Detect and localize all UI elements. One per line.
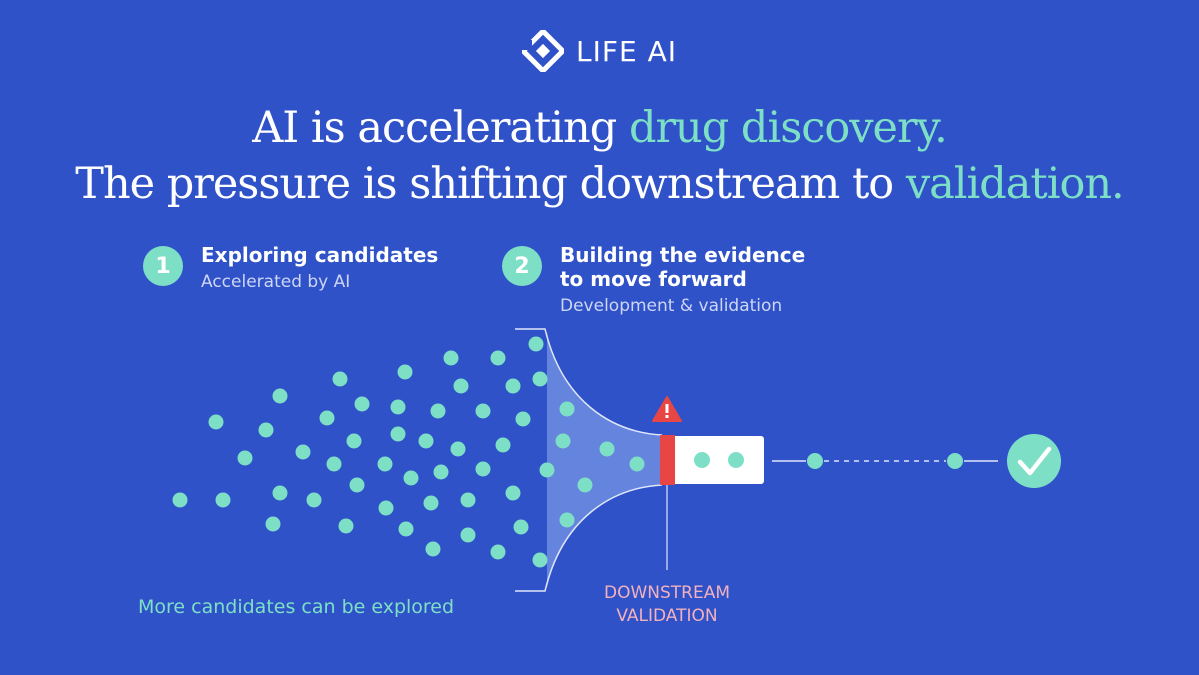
- candidate-dot: [425, 541, 441, 557]
- candidate-dot: [577, 477, 593, 493]
- candidate-dot: [528, 336, 544, 352]
- candidate-dot: [532, 371, 548, 387]
- candidate-dot: [265, 516, 281, 532]
- candidate-dot: [332, 371, 348, 387]
- candidate-dot: [390, 426, 406, 442]
- warning-icon: [652, 396, 682, 422]
- candidate-dot: [326, 456, 342, 472]
- candidate-dot: [460, 492, 476, 508]
- candidate-dot: [453, 378, 469, 394]
- candidate-dot: [423, 495, 439, 511]
- step-2-title: Building the evidence to move forward: [560, 243, 806, 291]
- step-2: 2 Building the evidence to move forward …: [502, 243, 805, 318]
- candidate-dot: [295, 444, 311, 460]
- step-1-text: Exploring candidates Accelerated by AI: [201, 243, 438, 294]
- candidate-dot: [460, 527, 476, 543]
- candidate-dot: [430, 403, 446, 419]
- candidate-dot: [377, 456, 393, 472]
- candidate-dots: [172, 336, 645, 568]
- headline-line-1: AI is accelerating drug discovery.: [0, 100, 1199, 156]
- output-dot: [947, 453, 963, 469]
- candidate-dot: [539, 462, 555, 478]
- candidate-dot: [237, 450, 253, 466]
- funnel-shape: [547, 332, 662, 588]
- check-circle-icon: [1007, 434, 1061, 488]
- funnel-outline-top: [515, 328, 663, 436]
- candidate-dot: [397, 364, 413, 380]
- candidate-dot: [338, 518, 354, 534]
- candidate-dot: [272, 485, 288, 501]
- step-2-number: 2: [502, 246, 542, 286]
- candidate-dot: [450, 441, 466, 457]
- candidate-dot: [559, 401, 575, 417]
- candidate-dot: [490, 544, 506, 560]
- candidate-dot: [306, 492, 322, 508]
- candidate-dot: [555, 433, 571, 449]
- candidate-dot: [172, 492, 188, 508]
- candidate-dot: [513, 519, 529, 535]
- headline-line-2: The pressure is shifting downstream to v…: [0, 156, 1199, 212]
- step-1-subtitle: Accelerated by AI: [201, 272, 351, 292]
- candidate-dot: [495, 437, 511, 453]
- candidate-dot: [475, 403, 491, 419]
- headline-line-2-plain: The pressure is shifting downstream to: [75, 159, 906, 209]
- funnel-outline-bottom: [515, 484, 663, 592]
- candidate-dot: [443, 350, 459, 366]
- candidate-dot: [208, 414, 224, 430]
- candidate-dot: [599, 441, 615, 457]
- headline-line-2-accent: validation.: [905, 159, 1125, 209]
- step-2-text: Building the evidence to move forward De…: [560, 243, 805, 318]
- candidate-dot: [559, 512, 575, 528]
- candidate-dot: [354, 396, 370, 412]
- downstream-validation-label: DOWNSTREAM VALIDATION: [603, 583, 731, 626]
- logo-text: LIFE AI: [576, 34, 677, 68]
- step-2-subtitle: Development & validation: [560, 296, 783, 316]
- headline: AI is accelerating drug discovery. The p…: [0, 100, 1199, 212]
- candidate-dot: [398, 521, 414, 537]
- headline-line-1-plain: AI is accelerating: [252, 103, 629, 153]
- candidate-dot: [390, 399, 406, 415]
- candidate-dot: [515, 411, 531, 427]
- candidate-dot: [490, 350, 506, 366]
- explore-caption: More candidates can be explored: [138, 596, 455, 618]
- step-1: 1 Exploring candidates Accelerated by AI: [143, 243, 438, 294]
- output-dot: [807, 453, 823, 469]
- candidate-dot: [532, 552, 548, 568]
- candidate-dot: [346, 433, 362, 449]
- candidate-dot: [319, 410, 335, 426]
- diamond-logo-icon: [522, 30, 565, 72]
- candidate-dot: [505, 485, 521, 501]
- logo: LIFE AI: [0, 30, 1199, 72]
- candidate-dot: [215, 492, 231, 508]
- validation-dot: [728, 452, 744, 468]
- candidate-dot: [475, 461, 491, 477]
- candidate-dot: [378, 500, 394, 516]
- candidate-dot: [505, 378, 521, 394]
- candidate-dot: [629, 456, 645, 472]
- step-1-number: 1: [143, 246, 183, 286]
- headline-line-1-accent: drug discovery.: [628, 103, 948, 153]
- validation-box: [668, 436, 764, 484]
- candidate-dot: [349, 477, 365, 493]
- validation-gate: [660, 435, 675, 485]
- validation-dot: [694, 452, 710, 468]
- candidate-dot: [272, 388, 288, 404]
- candidate-dot: [258, 422, 274, 438]
- candidate-dot: [433, 464, 449, 480]
- step-1-title: Exploring candidates: [201, 243, 439, 267]
- candidate-dot: [403, 470, 419, 486]
- candidate-dot: [418, 433, 434, 449]
